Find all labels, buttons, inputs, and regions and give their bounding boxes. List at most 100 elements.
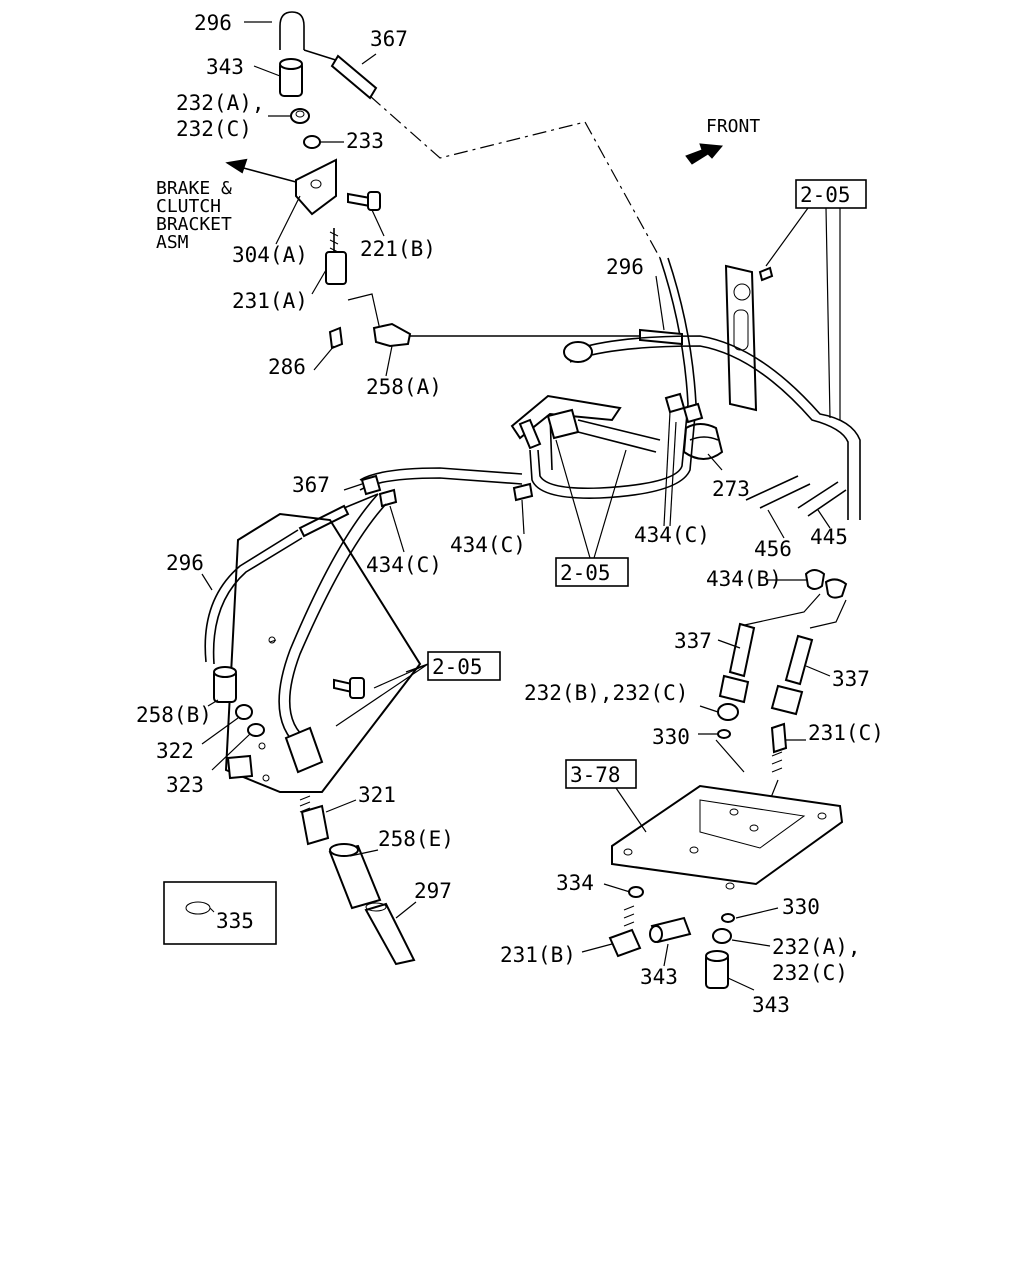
ref-box-left: 2-05 xyxy=(427,651,501,681)
part-337-left xyxy=(718,622,756,704)
ref-plate-text: 3-78 xyxy=(570,763,621,787)
leader-ref-plate xyxy=(615,787,647,833)
clip-upper-left xyxy=(360,474,382,496)
callout-296-top: 296 xyxy=(194,11,232,35)
callout-434b: 434(B) xyxy=(706,567,782,591)
cable-route-line-1 xyxy=(369,95,661,259)
callout-343-top: 343 xyxy=(206,55,244,79)
callout-232-bot-1: 232(A), xyxy=(772,935,861,959)
callout-434c-mid: 434(C) xyxy=(450,533,526,557)
part-343-bot xyxy=(705,950,729,989)
callout-343-mid: 343 xyxy=(640,965,678,989)
callout-232-top-2: 232(C) xyxy=(176,117,252,141)
left-support-plate xyxy=(224,512,422,793)
callout-343-bot: 343 xyxy=(752,993,790,1017)
part-233 xyxy=(303,135,321,149)
callout-304a: 304(A) xyxy=(232,243,308,267)
callout-322: 322 xyxy=(156,739,194,763)
part-323 xyxy=(247,723,265,737)
part-343-mid xyxy=(649,916,692,944)
callout-232-bot-2: 232(C) xyxy=(772,961,848,985)
legend-box-label: 335 xyxy=(216,909,254,933)
ref-top-right-text: 2-05 xyxy=(800,183,851,207)
part-322 xyxy=(235,704,253,720)
callout-286: 286 xyxy=(268,355,306,379)
callout-434c-right: 434(C) xyxy=(634,523,710,547)
callout-221b: 221(B) xyxy=(360,237,436,261)
front-indicator: FRONT xyxy=(685,116,760,165)
ref-box-plate: 3-78 xyxy=(565,759,637,789)
part-258a-elbow xyxy=(372,322,640,348)
part-330-top xyxy=(717,729,731,739)
leader-ref-left xyxy=(335,663,429,727)
callout-232bc: 232(B),232(C) xyxy=(524,681,688,705)
callout-273: 273 xyxy=(712,477,750,501)
cable-296-mid xyxy=(639,257,697,405)
cable-end-hook xyxy=(279,11,378,100)
part-221b-bolt xyxy=(347,191,381,211)
callout-labels: 296 367 343 232(A), 232(C) 233 221(B) 30… xyxy=(136,11,884,1017)
callout-231c: 231(C) xyxy=(808,721,884,745)
callout-434c-left: 434(C) xyxy=(366,553,442,577)
callout-297: 297 xyxy=(414,879,452,903)
callout-296-left: 296 xyxy=(166,551,204,575)
part-321-fitting xyxy=(284,726,330,846)
part-258e xyxy=(328,843,382,910)
part-330-bot xyxy=(721,913,735,923)
callout-leaders xyxy=(201,21,831,991)
tube-456-445 xyxy=(745,475,847,517)
ref-center-text: 2-05 xyxy=(560,561,611,585)
note-line-3: BRACKET xyxy=(156,214,232,235)
lower-plate xyxy=(611,784,844,890)
part-286 xyxy=(328,326,344,350)
clip-434c-mid xyxy=(512,482,534,502)
bracket-arrow-shaft xyxy=(235,165,297,183)
front-label: FRONT xyxy=(706,116,760,137)
part-258b xyxy=(213,666,237,703)
callout-334: 334 xyxy=(556,871,594,895)
callout-367-top: 367 xyxy=(370,27,408,51)
clip-434c-left xyxy=(378,488,398,508)
rear-tube-loop xyxy=(563,335,861,520)
callout-330-bot: 330 xyxy=(782,895,820,919)
callout-323: 323 xyxy=(166,773,204,797)
callout-367-mid: 367 xyxy=(292,473,330,497)
part-232-top xyxy=(290,108,310,124)
callout-337-right: 337 xyxy=(832,667,870,691)
callout-231b: 231(B) xyxy=(500,943,576,967)
part-231a xyxy=(325,228,347,285)
callout-321: 321 xyxy=(358,783,396,807)
center-fitting xyxy=(518,408,661,453)
bracket-arrow-head xyxy=(225,158,248,174)
left-cable-296 xyxy=(204,529,303,665)
ref-left-text: 2-05 xyxy=(432,655,483,679)
part-337-right xyxy=(770,634,814,716)
bracket-note: BRAKE & CLUTCH BRACKET ASM xyxy=(156,178,232,253)
part-434b-clip xyxy=(804,569,848,599)
note-line-1: BRAKE & xyxy=(156,178,232,199)
part-231c-stud xyxy=(770,722,788,773)
bracket-line-286-258 xyxy=(347,293,381,331)
left-cable-367 xyxy=(298,493,379,538)
callout-258a: 258(A) xyxy=(366,375,442,399)
callout-296-mid: 296 xyxy=(606,255,644,279)
note-line-2: CLUTCH xyxy=(156,196,221,217)
ref-box-top-right: 2-05 xyxy=(795,179,867,209)
callout-337-left: 337 xyxy=(674,629,712,653)
part-334 xyxy=(628,886,644,898)
part-232-bot xyxy=(712,928,732,944)
callout-258e: 258(E) xyxy=(378,827,454,851)
left-pipe-loop xyxy=(278,493,387,749)
part-304a-bracket xyxy=(295,158,337,216)
callout-231a: 231(A) xyxy=(232,289,308,313)
callout-232-top-1: 232(A), xyxy=(176,91,265,115)
leader-ref-center xyxy=(555,439,627,559)
ref-box-center: 2-05 xyxy=(555,557,629,587)
left-bolt xyxy=(333,677,365,699)
front-arrow-icon xyxy=(685,143,723,165)
part-232bc-nut xyxy=(717,703,739,721)
legend-box: 335 xyxy=(163,881,277,945)
clip-434c-right xyxy=(664,392,704,424)
